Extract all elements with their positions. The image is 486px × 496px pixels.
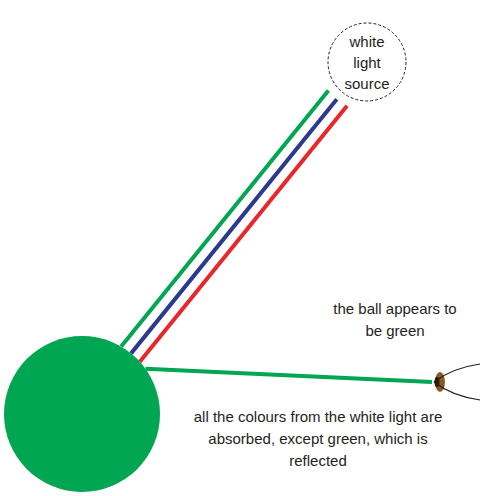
green-ball-outline — [4, 336, 160, 492]
eye-icon-outline — [430, 362, 480, 402]
eye-icon: the ball appears to be green — [430, 362, 480, 402]
eye-caption: the ball appears to be green — [330, 298, 460, 342]
ball-caption: all the colours from the white light are… — [191, 406, 445, 472]
blue-ray — [131, 99, 337, 353]
green-ball: all the colours from the white light are… — [4, 336, 160, 492]
reflected-green-ray — [145, 369, 432, 382]
green-ray — [121, 91, 328, 347]
red-ray — [140, 106, 347, 362]
light-source-circle: white light source — [327, 22, 407, 102]
source-label: white light source — [335, 22, 399, 102]
